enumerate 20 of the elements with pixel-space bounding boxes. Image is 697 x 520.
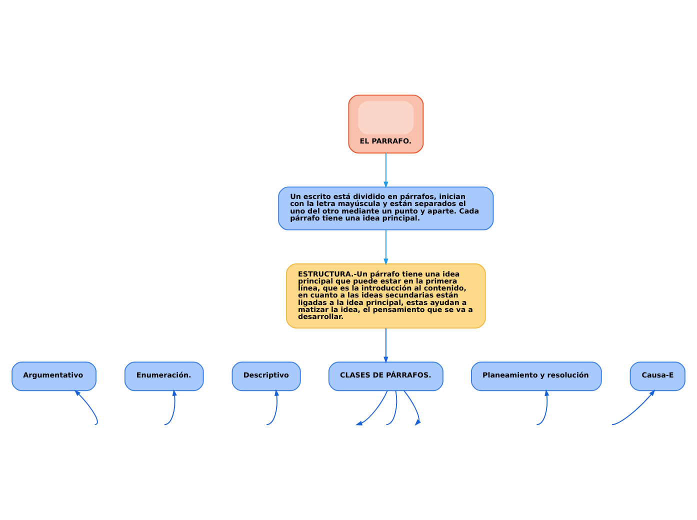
arrow [404,390,421,426]
node-box: Enumeración. [124,361,204,391]
node-box: ESTRUCTURA.-Un párrafo tiene una idea principal que puede estar en la primera línea, que es la introducción al contenido, en cuanto a las ideas secundarias están ligadas a la idea principal, estas ayudan a matizar la idea, el pensamiento que se va a desarrollar. [286,262,486,328]
node-box: EL PARRAFO. [348,94,424,153]
arrow [164,388,177,425]
node-box: Descriptivo [232,361,301,391]
arrow [384,152,388,188]
arrow [266,388,280,425]
node-box: Un escrito está dividido en párrafos, inician con la letra mayúscula y están separados el uno del otro mediante un punto y aparte. Cada párrafo tiene una idea principal. [278,186,494,230]
node-box: Argumentativo [12,361,96,391]
arrow [611,389,656,425]
node-box: CLASES DE PÁRRAFOS. [328,361,444,391]
arrow [536,388,550,425]
arrow [355,390,388,425]
arrow [384,229,388,265]
node-box: Planeamiento y resolución [471,361,602,391]
arrow [74,389,98,425]
arrow [384,327,388,363]
node-box: Causa-E [630,361,686,391]
connector [386,390,398,425]
